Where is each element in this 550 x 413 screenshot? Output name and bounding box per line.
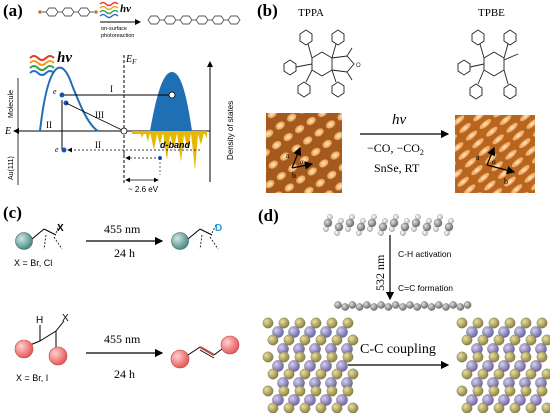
transition-II-bottom: II <box>95 140 101 150</box>
homo-lumo-curve <box>39 66 99 132</box>
precursor-molecule <box>38 7 98 17</box>
product-bottom <box>170 335 240 369</box>
panel-a: (a) hν on-surface photoreaction <box>0 0 250 200</box>
energy-axis-label: E <box>4 126 11 137</box>
x-note-bottom: X = Br, I <box>16 373 48 383</box>
svg-text:O: O <box>356 63 361 69</box>
svg-text:a: a <box>476 153 480 162</box>
condition-loss: −CO, −CO2 <box>367 141 424 157</box>
svg-text:α: α <box>300 158 304 166</box>
svg-text:b: b <box>504 177 508 186</box>
svg-text:a: a <box>286 151 290 160</box>
polyene-chain <box>334 301 472 311</box>
hv-top: hν <box>120 3 131 15</box>
tpbe-label: TPBE <box>478 7 505 19</box>
panel-c: (c) X X = Br, Cl 455 nm 24 h D H X X = B… <box>0 203 250 413</box>
x-substituent-bottom: X <box>62 313 69 324</box>
transition-III: III <box>95 110 104 120</box>
svg-text:α: α <box>492 158 496 166</box>
stm-image-left <box>266 113 342 193</box>
panel-d: (d) 532 nm C-H activation C=C formation … <box>252 203 550 413</box>
wavelength-top: 455 nm <box>104 222 141 236</box>
svg-text:b: b <box>292 171 296 180</box>
photo-label-2: photoreaction <box>101 33 134 39</box>
electron-label-2: e <box>55 145 59 154</box>
panel-a-tag: (a) <box>3 1 23 20</box>
au-label: Au(111) <box>8 156 15 180</box>
stm-lattice-left: a b α <box>286 146 314 180</box>
stm-image-right <box>455 115 535 193</box>
stm-lattice-right: a b α <box>476 146 516 186</box>
cc-coupling-label: C-C coupling <box>360 342 436 357</box>
electron-label-1: e <box>53 87 57 96</box>
x-note-top: X = Br, Cl <box>14 258 52 268</box>
panel-d-tag: (d) <box>258 206 279 225</box>
light-wave-icon-large <box>29 55 55 76</box>
substrate-slab-right <box>456 317 550 413</box>
reactant-top <box>15 222 63 250</box>
time-bottom: 24 h <box>114 367 135 381</box>
molecular-band-peak <box>150 72 192 131</box>
transition-II-left: II <box>46 120 52 130</box>
d-band-fill <box>132 131 207 170</box>
substrate-slab-left <box>262 317 359 413</box>
panel-c-tag: (c) <box>3 203 22 222</box>
transition-I: I <box>110 84 113 94</box>
step-cc-formation: C=C formation <box>398 283 453 293</box>
condition-substrate: SnSe, RT <box>374 161 420 175</box>
fermi-label: EF <box>125 54 137 66</box>
tppa-structure: O <box>283 29 361 98</box>
wavelength-d: 532 nm <box>373 254 387 291</box>
d-band-label: d-band <box>160 140 190 150</box>
hv-large: hν <box>57 50 72 66</box>
x-substituent-top: X <box>57 223 64 234</box>
wavelength-bottom: 455 nm <box>104 332 141 346</box>
dos-axis-label: Density of states <box>226 101 235 160</box>
time-top: 24 h <box>114 246 135 260</box>
hv-b: hν <box>392 112 407 128</box>
step-ch-activation: C-H activation <box>398 249 452 259</box>
panel-b-tag: (b) <box>257 1 278 20</box>
product-top <box>171 224 219 250</box>
alkane-chain <box>323 214 454 236</box>
energy-gap-label: ~ 2.6 eV <box>128 185 159 194</box>
molecule-label: Molecule <box>8 90 15 118</box>
photo-label-1: on-surface <box>101 26 127 32</box>
electron-1 <box>59 92 65 98</box>
tppa-label: TPPA <box>298 7 324 19</box>
reactant-bottom <box>14 320 68 366</box>
h-label: H <box>36 315 43 326</box>
light-wave-icon <box>99 1 119 19</box>
product-polymer <box>147 15 241 25</box>
tpbe-structure <box>457 29 519 100</box>
deuterium-label: D <box>215 223 222 234</box>
panel-b: (b) TPPA TPBE O a b <box>252 0 550 200</box>
